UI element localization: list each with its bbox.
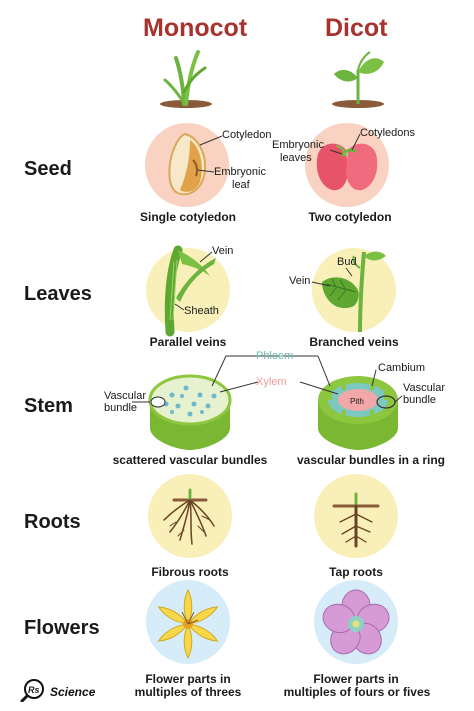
- label-phloem: Phloem: [256, 350, 294, 362]
- label-vein-dicot: Vein: [289, 275, 311, 287]
- label-vascular-bundle-dicot-2: bundle: [403, 394, 437, 406]
- caption-flower-parts-dicot-2: multiples of fours or fives: [283, 685, 431, 699]
- label-embryonic-leaves-2: leaves: [280, 152, 312, 164]
- caption-parallel-veins: Parallel veins: [149, 335, 227, 349]
- caption-fibrous-roots: Fibrous roots: [151, 565, 229, 579]
- caption-flower-parts-mono-2: multiples of threes: [134, 685, 242, 699]
- label-cotyledons: Cotyledons: [360, 127, 416, 139]
- monocot-leaf-icon: [164, 245, 216, 337]
- caption-flower-parts-mono-1: Flower parts in: [145, 672, 231, 686]
- logo-letters: Rs: [28, 685, 40, 695]
- monocot-seed-icon: [168, 132, 206, 196]
- magnifier-icon: [20, 679, 44, 702]
- dicot-title: Dicot: [325, 14, 388, 42]
- label-vascular-bundle-mono-2: bundle: [104, 402, 138, 414]
- label-bud: Bud: [337, 256, 357, 268]
- label-cambium: Cambium: [378, 362, 426, 374]
- label-vascular-bundle-mono-1: Vascular: [104, 390, 146, 402]
- row-label-leaves: Leaves: [24, 283, 92, 305]
- monocot-roots-icon: [163, 488, 215, 545]
- label-pith: Pith: [350, 397, 364, 406]
- rs-science-logo: [20, 679, 44, 702]
- monocot-flower-icon: [157, 588, 219, 660]
- label-vein-mono: Vein: [212, 245, 234, 257]
- caption-branched-veins: Branched veins: [309, 335, 399, 349]
- label-embryonic-leaves-1: Embryonic: [272, 139, 324, 151]
- caption-two-cotyledon: Two cotyledon: [308, 210, 392, 224]
- row-label-stem: Stem: [24, 395, 73, 417]
- row-label-seed: Seed: [24, 158, 72, 180]
- caption-single-cotyledon: Single cotyledon: [139, 210, 236, 224]
- label-cotyledon: Cotyledon: [222, 129, 272, 141]
- caption-flower-parts-dicot-1: Flower parts in: [313, 672, 399, 686]
- dicot-flower-icon: [322, 589, 390, 655]
- row-label-flowers: Flowers: [24, 617, 100, 639]
- label-sheath: Sheath: [184, 305, 219, 317]
- dicot-seed-icon: [316, 143, 378, 191]
- label-vascular-bundle-dicot-1: Vascular: [403, 382, 445, 394]
- caption-vascular-bundles-in-a-ring: vascular bundles in a ring: [296, 453, 446, 467]
- monocot-seedling-icon: [160, 50, 212, 108]
- label-xylem: Xylem: [256, 376, 287, 388]
- root-mono-circle: [148, 474, 232, 558]
- dicot-stem-icon: [318, 376, 398, 450]
- row-label-roots: Roots: [24, 511, 81, 533]
- dicot-leaf-icon: [322, 251, 386, 333]
- logo-text: Science: [50, 685, 96, 699]
- monocot-stem-icon: [148, 374, 232, 450]
- caption-tap-roots: Tap roots: [329, 565, 383, 579]
- caption-scattered-vascular-bundles: scattered vascular bundles: [112, 453, 268, 467]
- dicot-roots-icon: [332, 492, 380, 548]
- label-embryonic-leaf-2: leaf: [232, 179, 250, 191]
- label-embryonic-leaf-1: Embryonic: [214, 166, 266, 178]
- dicot-seedling-icon: [332, 51, 384, 108]
- monocot-title: Monocot: [143, 14, 248, 42]
